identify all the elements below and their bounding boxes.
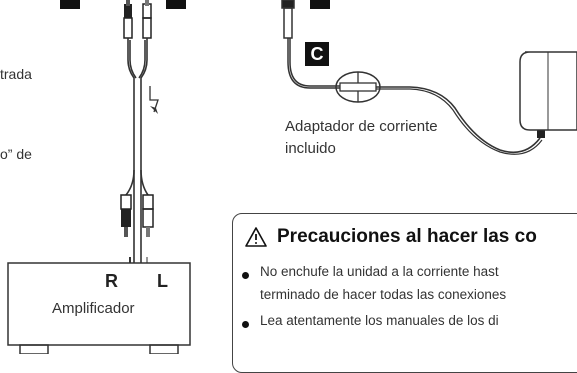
connection-diagram [7,0,577,354]
rca-plugs-top [123,0,152,39]
cable-clip [335,71,381,103]
precautions-title-text: Precauciones al hacer las co [277,226,537,247]
top-tab-right [310,0,330,9]
bullet1-line1: No enchufe la unidad a la corriente hast [260,264,499,279]
bullet1-line2: terminado de hacer todas las conexiones [260,287,507,302]
adapter-label-line1: Adaptador de corriente [285,118,438,135]
adapter-cable [376,86,541,154]
left-edge-text-2: o” de [0,146,32,162]
rca-cable [127,38,148,290]
right-channel-label: R [105,271,118,291]
top-tab-left [60,0,80,9]
signal-flow-arrow-icon [149,86,159,114]
warning-triangle-icon [245,227,267,247]
rca-plugs-bottom [120,169,154,237]
amplifier-label: Amplificador [52,300,135,317]
top-tab-middle [166,0,186,9]
amplifier-box [7,262,191,354]
cable-label-c: C [305,42,329,66]
adapter-label-line2: incluido [285,140,336,157]
ac-adapter-icon [519,51,577,138]
bullet-icon [242,272,249,279]
bullet-icon [242,321,249,328]
left-channel-label: L [157,271,168,291]
bullet2-line1: Lea atentamente los manuales de los di [260,313,499,328]
precautions-title: Precauciones al hacer las co [245,226,537,248]
power-cable [281,0,340,89]
left-edge-text-1: trada [0,66,32,82]
